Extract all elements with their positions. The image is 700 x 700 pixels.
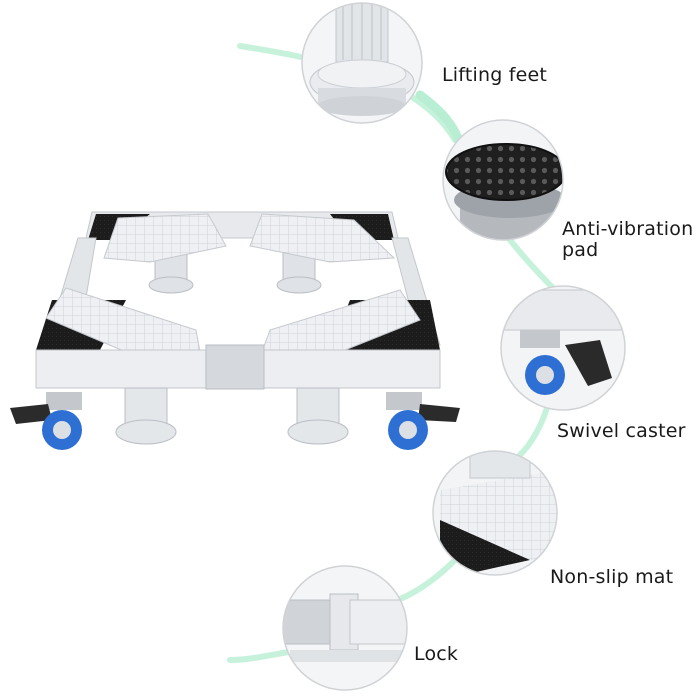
lock-callout bbox=[282, 565, 408, 691]
caster-left bbox=[10, 392, 82, 450]
non-slip-mat-label: Non-slip mat bbox=[550, 566, 674, 588]
swivel-caster-callout bbox=[500, 285, 626, 411]
washer-stand bbox=[10, 211, 460, 450]
anti-vibration-label-line2: pad bbox=[562, 239, 599, 261]
non-slip-mat-callout bbox=[432, 450, 558, 576]
anti-vibration-label-line1: Anti-vibration bbox=[562, 218, 694, 240]
anti-vibration-pad-callout bbox=[442, 119, 564, 241]
lifting-feet-callout bbox=[301, 2, 423, 124]
swivel-caster-label: Swivel caster bbox=[557, 420, 686, 442]
lifting-feet-label: Lifting feet bbox=[442, 64, 548, 86]
caster-right bbox=[386, 392, 460, 450]
lock-label: Lock bbox=[414, 643, 459, 665]
